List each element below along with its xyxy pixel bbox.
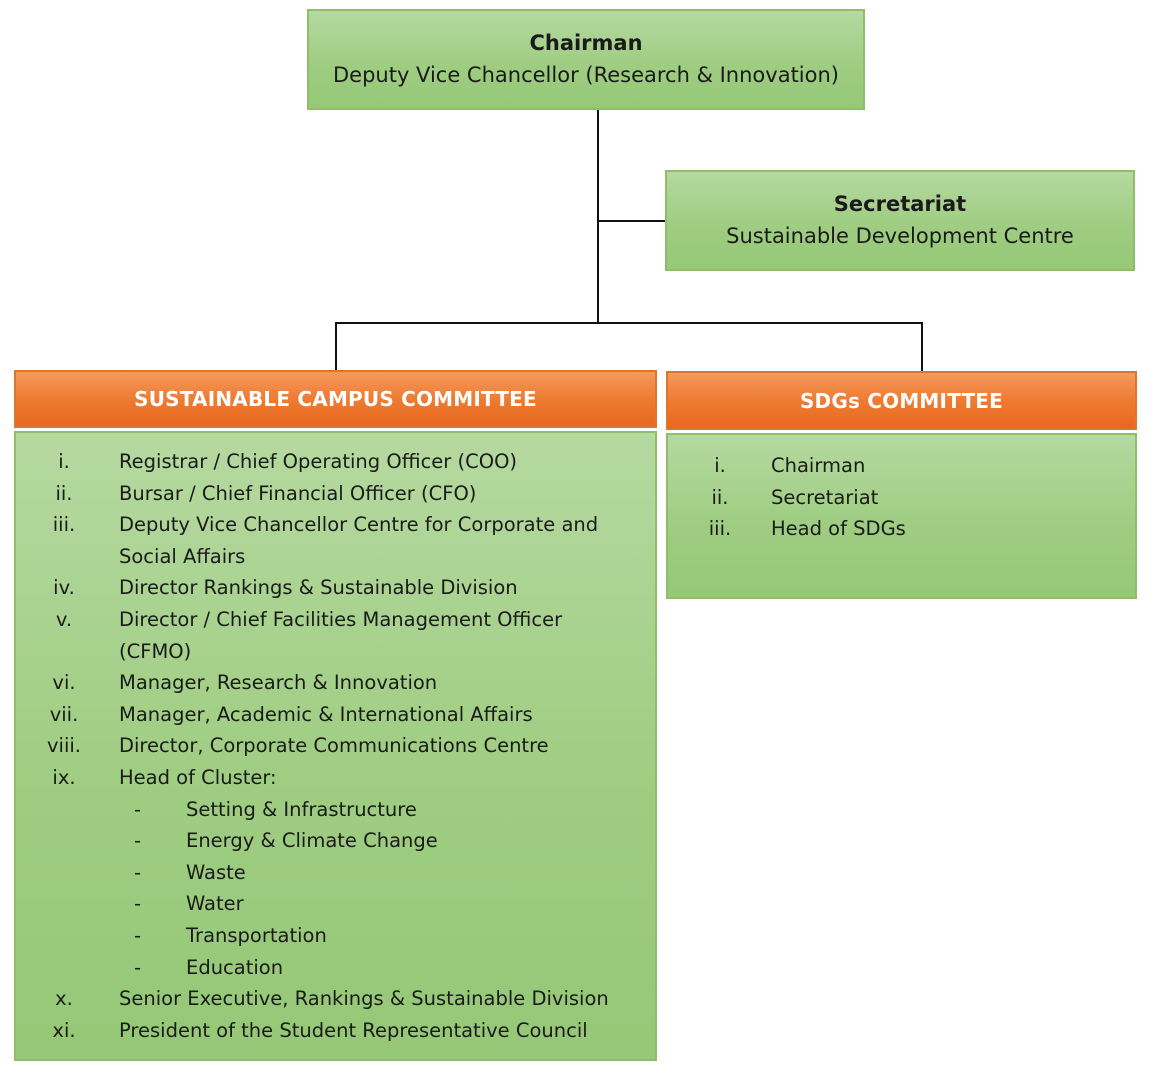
campus-item: vii. Manager, Academic & International Af… [34, 699, 644, 731]
sdgs-committee-header: SDGs COMMITTEE [666, 371, 1137, 430]
campus-item: iii. Deputy Vice Chancellor Centre for Co… [34, 509, 644, 541]
campus-subitem: - Transportation [34, 920, 644, 952]
item-number: viii. [47, 734, 81, 758]
campus-item-text: Bursar / Chief Financial Officer (CFO) [119, 481, 477, 505]
campus-item-text: Director Rankings & Sustainable Division [119, 576, 518, 600]
campus-item-text: Deputy Vice Chancellor Centre for Corpor… [119, 513, 599, 537]
sdgs-item-text: Head of SDGs [771, 517, 906, 541]
campus-item: v. Director / Chief Facilities Management… [34, 604, 644, 636]
item-number: xi. [52, 1018, 76, 1042]
campus-item-text: Director / Chief Facilities Management O… [119, 607, 563, 631]
dash-marker: - [134, 829, 142, 853]
sdgs-committee-title: SDGs COMMITTEE [799, 388, 1004, 413]
campus-subitem: - Education [34, 952, 644, 984]
campus-item: Social Affairs [34, 541, 644, 573]
campus-subitem-text: Setting & Infrastructure [186, 797, 417, 821]
secretariat-title: Secretariat [833, 192, 967, 216]
sdgs-item-text: Secretariat [771, 485, 879, 509]
campus-subitem-text: Energy & Climate Change [186, 829, 438, 853]
chairman-title: Chairman [529, 31, 643, 55]
campus-subitem: - Energy & Climate Change [34, 825, 644, 857]
sdgs-item-text: Chairman [771, 454, 866, 477]
campus-subitem: - Waste [34, 857, 644, 889]
campus-subitem: - Setting & Infrastructure [34, 794, 644, 826]
dash-marker: - [134, 797, 142, 821]
campus-subitem-text: Waste [186, 860, 246, 884]
dash-marker: - [134, 955, 142, 979]
campus-item-text: Manager, Research & Innovation [119, 671, 438, 695]
campus-item-text: Head of Cluster: [119, 765, 277, 789]
campus-item-text: Director, Corporate Communications Centr… [119, 734, 549, 758]
sdgs-item: i. Chairman [690, 450, 1120, 482]
sdgs-item: iii. Head of SDGs [690, 513, 1120, 545]
campus-subitem-text: Water [186, 892, 244, 916]
item-number: vi. [52, 671, 76, 695]
secretariat-box: Secretariat Sustainable Development Cent… [665, 170, 1135, 271]
item-number: ii. [55, 481, 73, 505]
campus-item: vi. Manager, Research & Innovation [34, 667, 644, 699]
item-number: vii. [49, 702, 79, 726]
item-number: i. [714, 454, 726, 477]
chairman-subtitle: Deputy Vice Chancellor (Research & Innov… [332, 63, 839, 87]
campus-subitem-text: Transportation [186, 923, 327, 947]
sdgs-committee-box [666, 433, 1137, 599]
connector-sdgs [921, 322, 923, 372]
campus-item-text: (CFMO) [119, 639, 192, 663]
campus-item: iv. Director Rankings & Sustainable Divis… [34, 572, 644, 604]
item-number: v. [55, 607, 73, 631]
campus-subitem-text: Education [186, 955, 284, 979]
campus-item-text: Registrar / Chief Operating Officer (COO… [119, 450, 518, 473]
item-number: iii. [52, 513, 76, 537]
campus-committee-title: SUSTAINABLE CAMPUS COMMITTEE [134, 387, 537, 411]
campus-item: ii. Bursar / Chief Financial Officer (CFO… [34, 478, 644, 510]
campus-item: viii. Director, Corporate Communications … [34, 730, 644, 762]
campus-item: xi. President of the Student Representati… [34, 1015, 644, 1047]
campus-item-text: President of the Student Representative … [119, 1018, 588, 1042]
connector-chair-trunk [597, 110, 599, 324]
campus-subitem: - Water [34, 888, 644, 920]
campus-item: ix. Head of Cluster: [34, 762, 644, 794]
campus-committee-list: i. Registrar / Chief Operating Officer (C… [34, 446, 644, 1046]
sdgs-committee-list: i. Chairman ii. Secretariat iii. Head of SDGs [690, 450, 1120, 545]
item-number: i. [58, 450, 70, 473]
chairman-box: Chairman Deputy Vice Chancellor (Researc… [307, 9, 865, 110]
connector-campus [335, 322, 337, 370]
campus-item-text: Social Affairs [119, 544, 246, 568]
campus-item: i. Registrar / Chief Operating Officer (C… [34, 446, 644, 478]
campus-item: (CFMO) [34, 636, 644, 668]
connector-secretariat [597, 220, 665, 222]
campus-item-text: Manager, Academic & International Affair… [119, 702, 533, 726]
item-number: ix. [52, 765, 76, 789]
item-number: x. [55, 987, 73, 1011]
campus-committee-box [14, 431, 657, 1061]
connector-horizontal [335, 322, 923, 324]
secretariat-subtitle: Sustainable Development Centre [726, 224, 1074, 248]
dash-marker: - [134, 860, 142, 884]
dash-marker: - [134, 923, 142, 947]
dash-marker: - [134, 892, 142, 916]
item-number: iii. [708, 517, 732, 541]
campus-item: x. Senior Executive, Rankings & Sustainab… [34, 983, 644, 1015]
item-number: iv. [53, 576, 75, 600]
sdgs-item: ii. Secretariat [690, 482, 1120, 514]
item-number: ii. [711, 485, 729, 509]
campus-item-text: Senior Executive, Rankings & Sustainable… [119, 987, 609, 1011]
campus-committee-header: SUSTAINABLE CAMPUS COMMITTEE [14, 370, 657, 428]
